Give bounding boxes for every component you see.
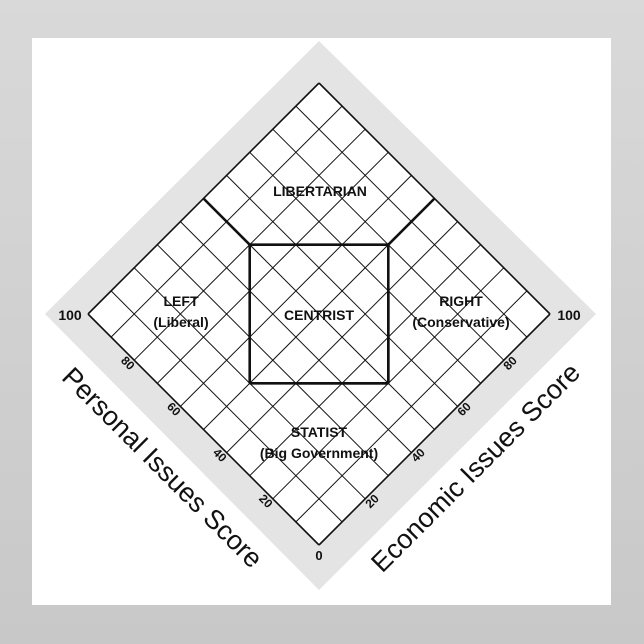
region-libertarian: LIBERTARIAN bbox=[273, 183, 367, 199]
tick-0: 0 bbox=[315, 548, 322, 563]
economic-tick-100: 100 bbox=[557, 307, 581, 323]
grid-line-personal bbox=[156, 151, 389, 384]
grid-line-economic bbox=[249, 151, 482, 384]
region-statist-sub: (Big Government) bbox=[260, 445, 378, 461]
region-boundary bbox=[387, 197, 436, 246]
region-left: LEFT bbox=[164, 293, 199, 309]
personal-tick-100: 100 bbox=[58, 307, 82, 323]
region-right: RIGHT bbox=[439, 293, 483, 309]
grid-line-economic bbox=[226, 175, 458, 407]
region-boundaries bbox=[202, 197, 436, 385]
region-statist: STATIST bbox=[291, 424, 348, 440]
region-boundary bbox=[202, 197, 251, 246]
region-left-sub: (Liberal) bbox=[153, 314, 208, 330]
region-right-sub: (Conservative) bbox=[412, 314, 509, 330]
region-centrist: CENTRIST bbox=[284, 307, 354, 323]
grid-line-personal bbox=[180, 175, 412, 407]
